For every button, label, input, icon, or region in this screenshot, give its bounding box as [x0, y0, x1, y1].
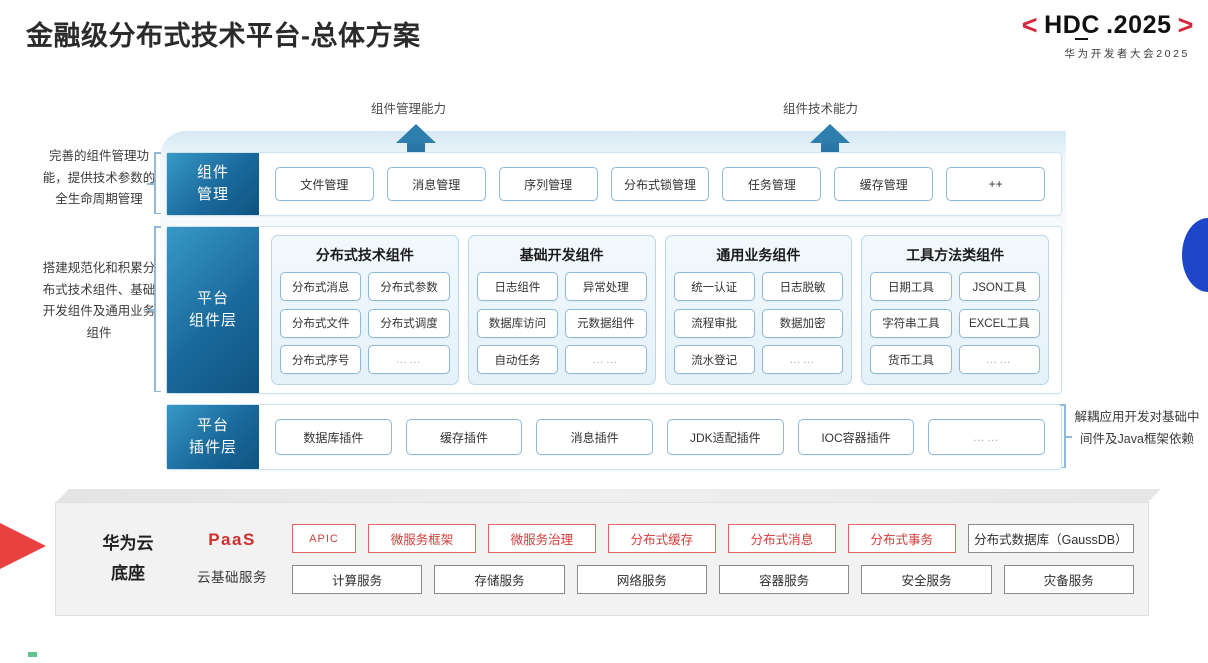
group-title-common-business: 通用业务组件: [716, 247, 801, 263]
chip-g3-0[interactable]: 日期工具: [870, 272, 952, 301]
group-basic-dev: 基础开发组件 日志组件 异常处理 数据库访问 元数据组件 自动任务 ……: [467, 235, 656, 385]
foundation-slab-bevel: [55, 489, 1161, 503]
arrow-label-component-technology: 组件技术能力: [783, 102, 859, 116]
chip-g1-1[interactable]: 异常处理: [565, 272, 647, 301]
sbox-paas-0[interactable]: APIC: [292, 524, 356, 553]
chip-manage-4[interactable]: 任务管理: [722, 167, 822, 201]
chip-g0-5[interactable]: ……: [368, 345, 450, 375]
paas-services-row: APIC 微服务框架 微服务治理 分布式缓存 分布式消息 分布式事务 分布式数据…: [292, 524, 1134, 553]
sbox-paas-1[interactable]: 微服务框架: [368, 524, 476, 553]
sbox-cloud-0[interactable]: 计算服务: [292, 565, 423, 594]
layer-platform-components: 平台 组件层 分布式技术组件 分布式消息 分布式参数 分布式文件 分布式调度 分…: [166, 226, 1062, 394]
chip-g1-0[interactable]: 日志组件: [476, 272, 559, 301]
layer-label-platform-components: 平台 组件层: [167, 227, 259, 393]
foundation-slab: 华为云 底座 PaaS 云基础服务 APIC 微服务框架 微服务治理 分布式缓存…: [55, 489, 1161, 616]
chip-g3-2[interactable]: 字符串工具: [870, 308, 952, 338]
layer-label-platform-plugins: 平台 插件层: [167, 405, 259, 469]
group-tool-methods: 工具方法类组件 日期工具 JSON工具 字符串工具 EXCEL工具 货币工具 ……: [861, 235, 1049, 385]
chip-manage-2[interactable]: 序列管理: [498, 167, 598, 201]
arrow-label-component-management: 组件管理能力: [371, 102, 447, 116]
cloud-base-label: 云基础服务: [197, 570, 267, 585]
chip-g2-4[interactable]: 流水登记: [673, 345, 755, 375]
note-component-management: 完善的组件管理功能，提供技术参数的全生命周期管理: [42, 149, 156, 206]
foundation-side-labels: PaaS 云基础服务: [182, 530, 282, 588]
logo-bracket-right-icon: >: [1177, 10, 1194, 40]
logo-main-text: HDC: [1044, 11, 1101, 40]
chip-g0-1[interactable]: 分布式参数: [368, 272, 450, 301]
logo-bracket-left-icon: <: [1021, 10, 1039, 40]
chip-plugin-3[interactable]: JDK适配插件: [667, 419, 784, 455]
chip-g3-4[interactable]: 货币工具: [870, 345, 952, 375]
chip-g0-0[interactable]: 分布式消息: [280, 272, 362, 301]
group-title-basic-dev: 基础开发组件: [519, 247, 604, 263]
chip-g0-3[interactable]: 分布式调度: [368, 308, 450, 338]
foundation-title: 华为云 底座: [102, 534, 154, 583]
sbox-paas-3[interactable]: 分布式缓存: [607, 524, 716, 553]
sbox-cloud-2[interactable]: 网络服务: [576, 565, 707, 594]
sbox-cloud-5[interactable]: 灾备服务: [1003, 565, 1134, 594]
chip-g3-5[interactable]: ……: [958, 345, 1040, 375]
chip-g3-3[interactable]: EXCEL工具: [958, 308, 1040, 338]
chip-g2-3[interactable]: 数据加密: [761, 308, 844, 338]
sbox-cloud-4[interactable]: 安全服务: [861, 565, 992, 594]
hdc-logo: < HDC .2025 > 华为开发者大会2025: [924, 12, 1194, 61]
chip-g1-3[interactable]: 元数据组件: [565, 308, 647, 338]
chip-g1-2[interactable]: 数据库访问: [476, 308, 559, 338]
sbox-cloud-3[interactable]: 容器服务: [718, 565, 850, 594]
chip-g1-5[interactable]: ……: [565, 345, 647, 375]
note-platform-components: 搭建规范化和积累分布式技术组件、基础开发组件及通用业务组件: [42, 261, 156, 340]
layer-platform-plugins: 平台 插件层 数据库插件 缓存插件 消息插件 JDK适配插件 IOC容器插件 ……: [166, 404, 1062, 470]
group-distributed-tech: 分布式技术组件 分布式消息 分布式参数 分布式文件 分布式调度 分布式序号 ……: [271, 235, 459, 385]
chip-g1-4[interactable]: 自动任务: [476, 345, 559, 375]
brace-component-management: [147, 152, 162, 214]
sbox-paas-4[interactable]: 分布式消息: [727, 524, 836, 553]
chip-manage-5[interactable]: 缓存管理: [834, 167, 934, 201]
chip-g0-4[interactable]: 分布式序号: [280, 345, 362, 375]
logo-subtitle: 华为开发者大会2025: [1064, 48, 1190, 60]
sbox-cloud-1[interactable]: 存储服务: [434, 565, 565, 594]
paas-label: PaaS: [208, 530, 256, 549]
chip-g2-5[interactable]: ……: [761, 345, 844, 375]
chip-manage-0[interactable]: 文件管理: [275, 167, 374, 201]
logo-year-text: .2025: [1106, 11, 1172, 39]
green-marker-decoration: [28, 652, 37, 657]
chip-g2-0[interactable]: 统一认证: [673, 272, 755, 301]
group-title-distributed-tech: 分布式技术组件: [315, 247, 414, 263]
blue-lens-decoration: [1182, 218, 1208, 292]
group-title-tool-methods: 工具方法类组件: [906, 247, 1005, 263]
chip-g2-2[interactable]: 流程审批: [673, 308, 755, 338]
layer-body-platform-plugins: 数据库插件 缓存插件 消息插件 JDK适配插件 IOC容器插件 ……: [259, 405, 1061, 469]
layer-body-platform-components: 分布式技术组件 分布式消息 分布式参数 分布式文件 分布式调度 分布式序号 ………: [259, 227, 1061, 393]
chip-plugin-0[interactable]: 数据库插件: [275, 419, 392, 455]
chip-plugin-5[interactable]: ……: [928, 419, 1046, 455]
chip-g2-1[interactable]: 日志脱敏: [761, 272, 844, 301]
brace-platform-layer: [147, 226, 162, 392]
chip-manage-1[interactable]: 消息管理: [386, 167, 486, 201]
cloud-services-row: 计算服务 存储服务 网络服务 容器服务 安全服务 灾备服务: [292, 565, 1134, 594]
brace-plugin-layer: [1057, 404, 1076, 468]
foundation-slab-face: 华为云 底座 PaaS 云基础服务 APIC 微服务框架 微服务治理 分布式缓存…: [55, 502, 1149, 616]
red-wedge-decoration: [0, 500, 46, 592]
page-title: 金融级分布式技术平台-总体方案: [26, 21, 421, 51]
sbox-paas-6[interactable]: 分布式数据库（GaussDB）: [967, 524, 1134, 553]
chip-plugin-4[interactable]: IOC容器插件: [797, 419, 915, 455]
chip-manage-3[interactable]: 分布式锁管理: [610, 167, 710, 201]
layer-label-component-management: 组件 管理: [167, 153, 259, 215]
chip-plugin-2[interactable]: 消息插件: [536, 419, 654, 455]
chip-plugin-1[interactable]: 缓存插件: [405, 419, 523, 455]
chip-g0-2[interactable]: 分布式文件: [280, 308, 362, 338]
layer-component-management: 组件 管理 文件管理 消息管理 序列管理 分布式锁管理 任务管理 缓存管理 ++: [166, 152, 1062, 216]
sbox-paas-5[interactable]: 分布式事务: [847, 524, 956, 553]
chip-manage-6[interactable]: ++: [946, 167, 1046, 201]
note-plugin-decoupling: 解耦应用开发对基础中间件及Java框架依赖: [1074, 410, 1200, 446]
layer-body-component-management: 文件管理 消息管理 序列管理 分布式锁管理 任务管理 缓存管理 ++: [259, 153, 1061, 215]
sbox-paas-2[interactable]: 微服务治理: [487, 524, 596, 553]
group-common-business: 通用业务组件 统一认证 日志脱敏 流程审批 数据加密 流水登记 ……: [664, 235, 853, 385]
chip-g3-1[interactable]: JSON工具: [958, 272, 1040, 301]
